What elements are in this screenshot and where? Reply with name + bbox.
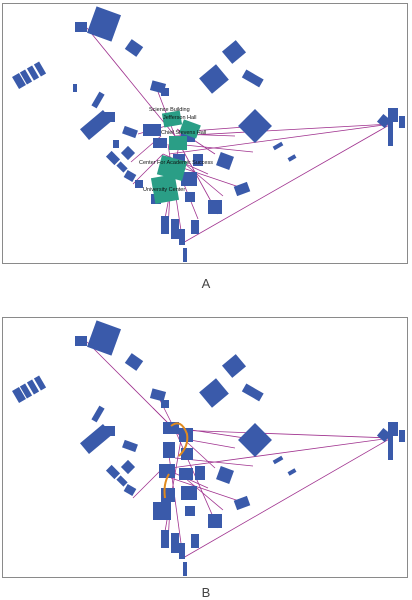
buildings <box>12 6 405 262</box>
label-jefferson-hall: Jefferson Hall <box>163 115 197 121</box>
connection-lines <box>86 341 392 559</box>
map-panel-a: Science Building Jefferson Hall Chief St… <box>2 3 408 264</box>
map-panel-b <box>2 317 408 578</box>
label-chief-stevens-hall: Chief Stevens Hall <box>161 130 206 136</box>
panel-label-a: A <box>201 276 211 291</box>
panel-label-b: B <box>201 585 211 600</box>
highlighted-route <box>163 422 189 499</box>
buildings <box>12 320 405 576</box>
campus-map-b <box>12 320 405 576</box>
building-labels: Science Building Jefferson Hall Chief St… <box>139 107 213 193</box>
label-science-building: Science Building <box>149 107 190 113</box>
label-university-center: University Center <box>143 187 185 193</box>
label-center-for-academic-success: Center For Academic Success <box>139 160 213 166</box>
highlighted-buildings <box>150 110 201 204</box>
campus-map-a: Science Building Jefferson Hall Chief St… <box>12 6 405 262</box>
